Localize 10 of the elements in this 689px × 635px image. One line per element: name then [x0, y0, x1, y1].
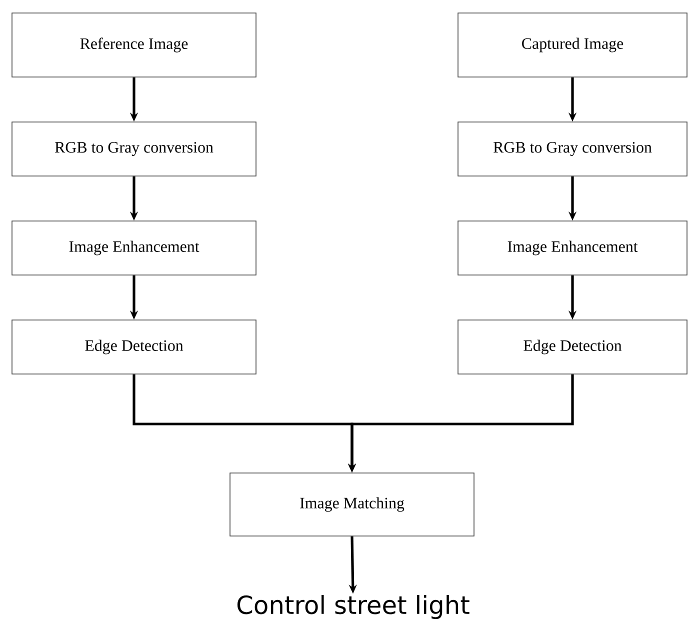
process-box: RGB to Gray conversion — [12, 122, 256, 176]
output-text: Control street light — [237, 594, 470, 620]
process-box: Edge Detection — [12, 320, 256, 374]
process-box: Image Enhancement — [12, 220, 256, 276]
process-box: Image Matching — [230, 472, 474, 536]
process-box: Image Enhancement — [458, 220, 688, 276]
process-box: Reference Image — [12, 12, 256, 78]
process-box: Captured Image — [458, 12, 688, 78]
process-box: Edge Detection — [458, 320, 688, 374]
process-box: RGB to Gray conversion — [458, 122, 688, 176]
